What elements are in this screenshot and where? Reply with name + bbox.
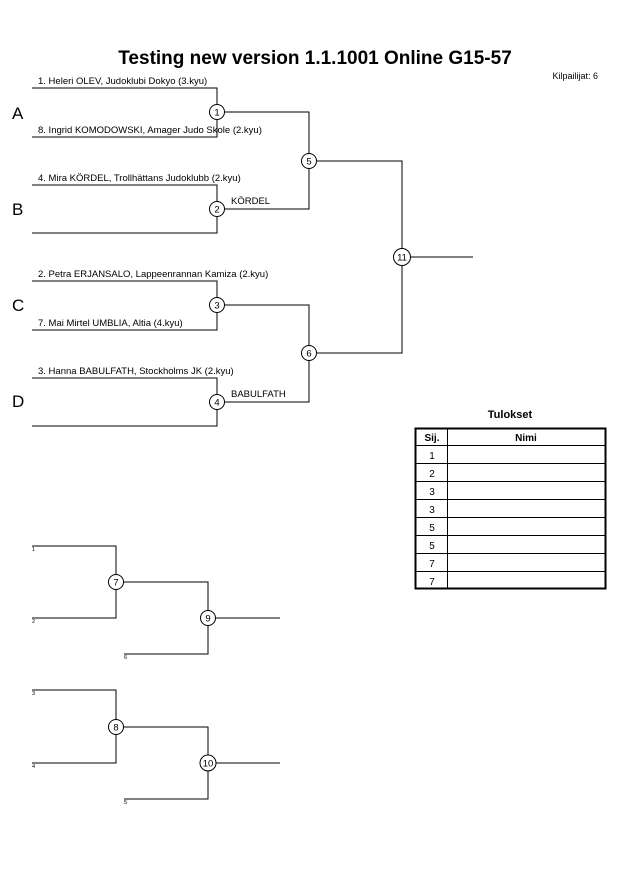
match-2-marker: 2 — [209, 201, 225, 217]
results-title: Tulokset — [488, 409, 533, 421]
results-place: 5 — [429, 541, 435, 552]
results-header-name: Nimi — [515, 433, 537, 444]
match-number: 11 — [397, 253, 407, 264]
competitor-name: 1. Heleri OLEV, Judoklubi Dokyo (3.kyu) — [38, 76, 207, 87]
results-table — [414, 427, 607, 590]
bracket-line-semi-2 — [217, 304, 310, 403]
match-9-marker: 9 — [200, 610, 216, 626]
results-place: 3 — [429, 487, 435, 498]
repechage-upper-final — [116, 581, 209, 655]
repechage-seed: 1 — [32, 547, 35, 553]
bracket-line-pair-4 — [32, 377, 218, 427]
results-place: 5 — [429, 523, 435, 534]
competitor-name: 7. Mai Mirtel UMBLIA, Altia (4.kyu) — [38, 318, 183, 329]
results-place: 3 — [429, 505, 435, 516]
match-number: 8 — [113, 723, 118, 734]
match-1-marker: 1 — [209, 104, 225, 120]
match-number: 5 — [306, 157, 311, 168]
match-4-winner: BABULFATH — [231, 389, 286, 400]
match-number: 2 — [214, 205, 219, 216]
bracket-line-pair-2 — [32, 184, 218, 234]
match-number: 6 — [306, 349, 311, 360]
match-8-marker: 8 — [108, 719, 124, 735]
match-number: 3 — [214, 301, 219, 312]
competitor-count: Kilpailijat: 6 — [552, 71, 598, 81]
match-7-marker: 7 — [108, 574, 124, 590]
results-place: 1 — [429, 451, 435, 462]
match-4-marker: 4 — [209, 394, 225, 410]
results-header-place: Sij. — [424, 433, 439, 444]
match-3-marker: 3 — [209, 297, 225, 313]
repechage-seed: 6 — [124, 655, 127, 661]
match-6-marker: 6 — [301, 345, 317, 361]
match-number: 10 — [203, 759, 214, 770]
competitor-name: 8. Ingrid KOMODOWSKI, Amager Judo Skole … — [38, 125, 262, 136]
pool-label-c: C — [12, 296, 24, 315]
repechage-lower-final — [116, 726, 209, 800]
results-place: 7 — [429, 577, 435, 588]
match-11-marker: 11 — [393, 248, 411, 266]
repechage-upper-pair — [32, 545, 117, 619]
pool-label-a: A — [12, 104, 24, 123]
match-number: 4 — [214, 398, 219, 409]
repechage-seed: 2 — [32, 619, 35, 625]
results-place: 2 — [429, 469, 435, 480]
repechage-seed: 3 — [32, 691, 35, 697]
match-10-marker: 10 — [199, 754, 217, 772]
match-number: 1 — [214, 108, 219, 119]
competitor-name: 4. Mira KÖRDEL, Trollhättans Judoklubb (… — [38, 173, 241, 184]
repechage-lower-pair — [32, 689, 117, 764]
results-place: 7 — [429, 559, 435, 570]
repechage-seed: 5 — [124, 800, 127, 806]
page-title: Testing new version 1.1.1001 Online G15-… — [118, 48, 512, 69]
competitor-name: 3. Hanna BABULFATH, Stockholms JK (2.kyu… — [38, 366, 234, 377]
match-2-winner: KÖRDEL — [231, 196, 270, 207]
pool-label-b: B — [12, 200, 23, 219]
pool-label-d: D — [12, 392, 24, 411]
match-5-marker: 5 — [301, 153, 317, 169]
bracket-line-final — [309, 160, 403, 354]
competitor-name: 2. Petra ERJANSALO, Lappeenrannan Kamiza… — [38, 269, 268, 280]
match-number: 7 — [113, 578, 118, 589]
match-number: 9 — [205, 614, 210, 625]
repechage-seed: 4 — [32, 764, 35, 770]
